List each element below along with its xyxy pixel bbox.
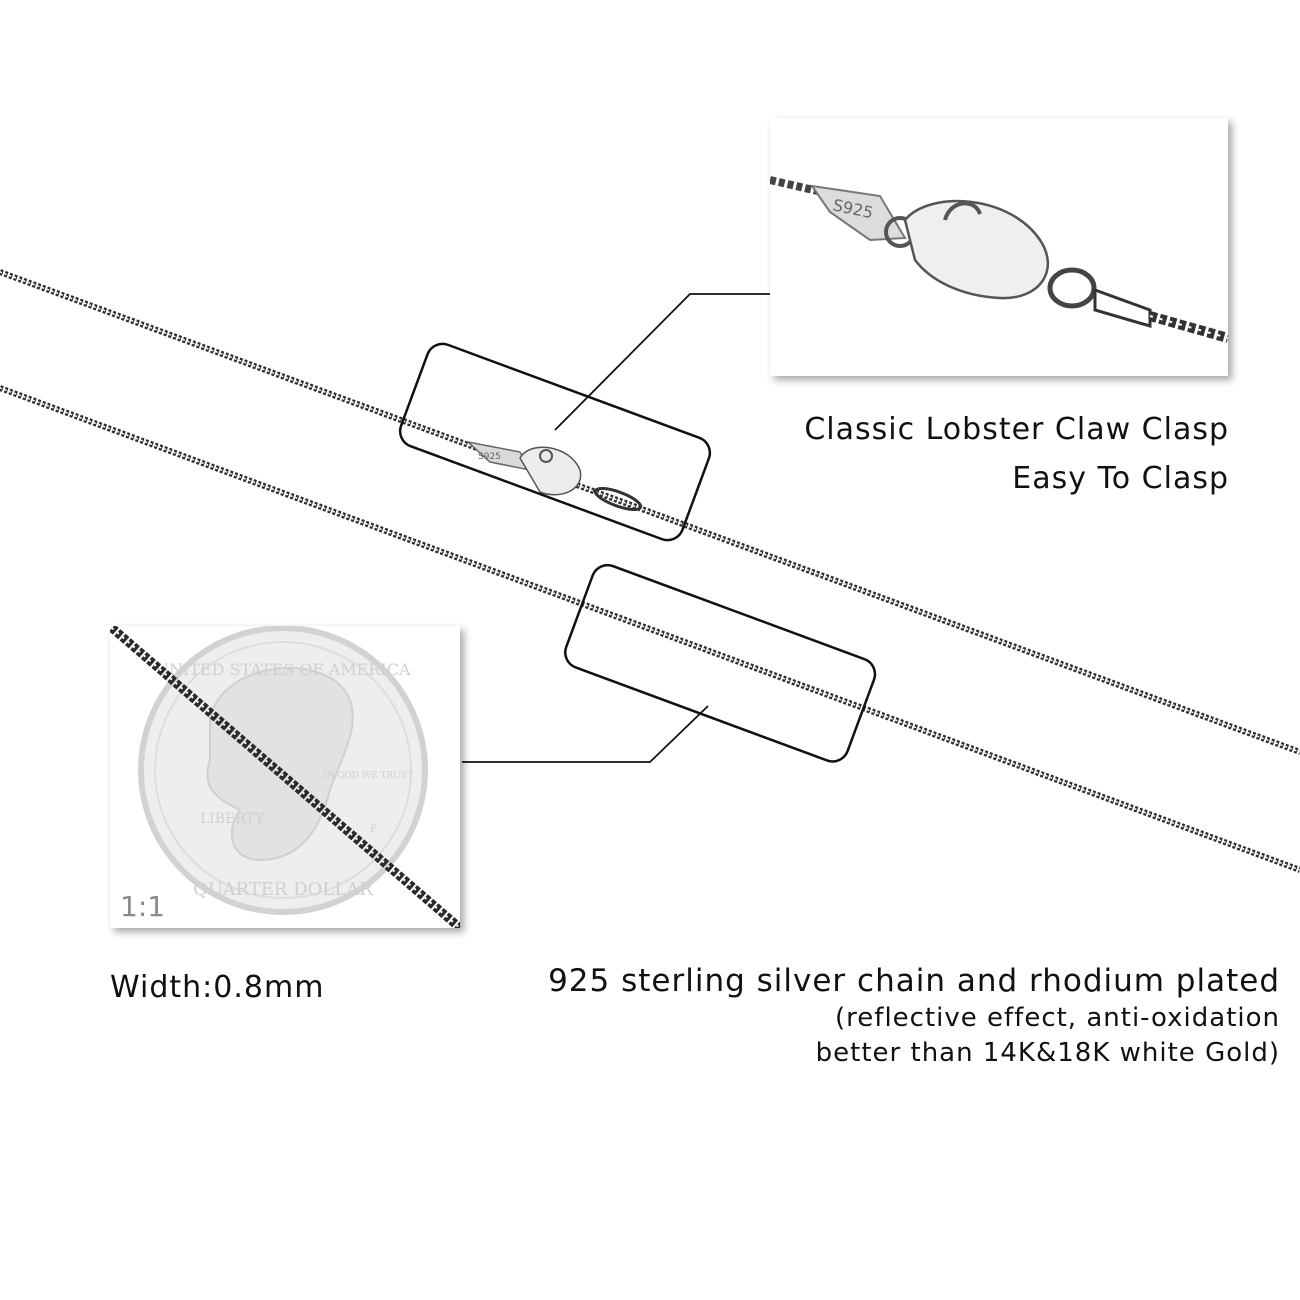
description-line-2: (reflective effect, anti-oxidation [835, 1003, 1280, 1033]
clasp-callout-frame [398, 342, 712, 542]
width-label: Width:0.8mm [110, 970, 325, 1005]
description-line-3: better than 14K&18K white Gold) [815, 1038, 1280, 1068]
coin-image: UNITED STATES OF AMERICA LIBERTY IN GOD … [110, 626, 460, 928]
width-callout-leader [462, 705, 709, 763]
chain-strand-upper [0, 269, 1300, 755]
clasp-title: Classic Lobster Claw Clasp [804, 412, 1229, 447]
clasp-detail-image: S925 [770, 176, 1228, 343]
clasp-callout-leader [554, 293, 772, 431]
description-line-1: 925 sterling silver chain and rhodium pl… [548, 963, 1280, 999]
coin-legend-bottom: QUARTER DOLLAR [193, 879, 373, 900]
coin-legend-top: UNITED STATES OF AMERICA [156, 660, 411, 679]
coin-scale-label: 1:1 [120, 890, 166, 923]
clasp-small-stamp: S925 [478, 452, 501, 462]
coin-motto: IN GOD WE TRUST [323, 771, 413, 781]
chain-strand-lower [0, 385, 1300, 873]
clasp-subtitle: Easy To Clasp [1012, 461, 1229, 496]
clasp-small: S925 [465, 440, 643, 512]
width-callout-frame [564, 563, 877, 763]
coin-liberty: LIBERTY [200, 811, 265, 827]
coin-mint-mark: P [370, 824, 377, 835]
